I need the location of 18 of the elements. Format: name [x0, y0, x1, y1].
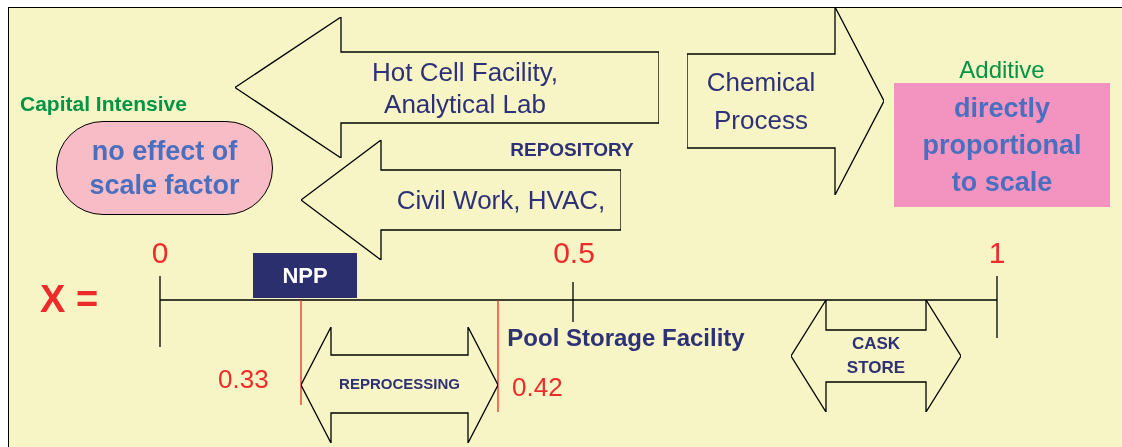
note-panel: directly proportional to scale	[894, 83, 1110, 207]
section-label: REPOSITORY	[510, 140, 634, 159]
scale-value: 0	[151, 238, 169, 268]
threshold-value: 0.42	[512, 374, 563, 400]
group-heading: Additive	[959, 56, 1045, 83]
arrow-label: CASK STORE	[845, 333, 907, 379]
site-tag: NPP	[253, 253, 357, 298]
arrow-label: REPROCESSING	[339, 373, 460, 394]
facility-label: Pool Storage Facility	[507, 326, 745, 350]
axis-variable: X =	[40, 280, 99, 318]
arrow-label: Civil Work, HVAC,	[396, 184, 606, 216]
threshold-value: 0.33	[218, 366, 269, 392]
arrow-label: Hot Cell Facility, Analytical Lab	[371, 55, 559, 120]
arrow-label: Chemical Process	[705, 66, 817, 137]
group-heading: Capital Intensive	[20, 91, 187, 117]
rounded-note: no effect of scale factor	[56, 121, 273, 215]
scale-value: 0.5	[553, 238, 595, 268]
scale-value: 1	[988, 238, 1006, 268]
